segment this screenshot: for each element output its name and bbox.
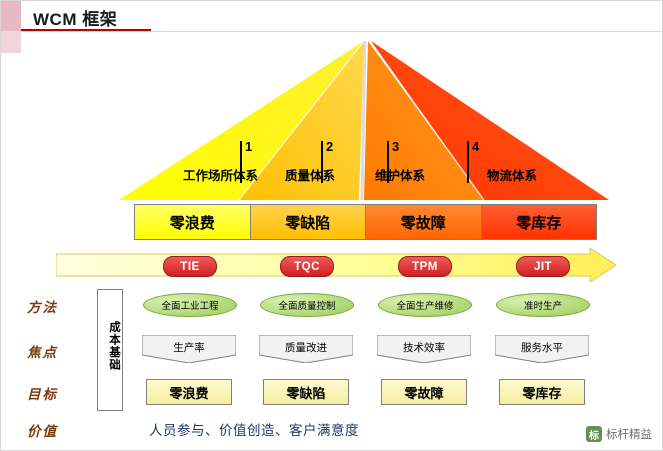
method-ellipse-tie: 全面工业工程 [143,293,237,317]
pill-tpm: TPM [398,256,452,277]
watermark: 标 标杆精益 [586,426,652,442]
page-title: WCM 框架 [33,10,118,29]
method-ellipse-jit: 准时生产 [496,293,590,317]
title-underline [21,29,151,32]
pillar-number-3: 3 [392,139,400,154]
title-rule [21,31,662,32]
focus-label-quality: 质量改进 [285,342,327,354]
pillar-label-2: 质量体系 [285,169,336,183]
goal-box-inventory: 零库存 [499,379,585,405]
title-bar: WCM 框架 [1,1,662,53]
watermark-logo-icon: 标 [586,426,602,442]
focus-label-efficiency: 技术效率 [403,342,445,354]
method-ellipse-tpm: 全面生产维修 [378,293,472,317]
row-label-goal: 目标 [27,387,58,402]
zero-box-defect: 零缺陷 [249,204,366,240]
pillar-number-2: 2 [326,139,334,154]
focus-shape-efficiency [377,335,471,363]
title-accent-block [1,1,21,31]
zero-targets-row: 零浪费 零缺陷 零故障 零库存 [134,204,597,240]
pillar-number-1: 1 [245,139,253,154]
pillar-number-4: 4 [472,139,480,154]
pill-jit: JIT [516,256,570,277]
zero-box-failure: 零故障 [365,204,482,240]
value-statement: 人员参与、价值创造、客户满意度 [149,423,359,438]
pill-tie: TIE [163,256,217,277]
method-ellipse-tqc: 全面质量控制 [260,293,354,317]
focus-label-productivity: 生产率 [173,342,205,354]
cost-base-label: 成本基础 [108,321,120,371]
focus-shape-quality [259,335,353,363]
watermark-text: 标杆精益 [606,429,652,441]
goal-box-failure: 零故障 [381,379,467,405]
pillar-label-4: 物流体系 [487,169,538,183]
focus-label-service: 服务水平 [521,342,563,354]
pillar-tick-3 [387,141,389,183]
focus-shape-productivity [142,335,236,363]
title-accent-block-secondary [1,31,21,53]
pill-tqc: TQC [280,256,334,277]
pillar-tick-4 [467,141,469,183]
row-label-value: 价值 [27,424,58,439]
row-label-method: 方法 [27,300,58,315]
cost-base-box [97,289,123,411]
pillar-tick-1 [240,141,242,183]
pillar-label-1: 工作场所体系 [183,169,259,183]
zero-box-inventory: 零库存 [480,204,597,240]
pillar-label-3: 维护体系 [375,169,426,183]
goal-box-waste: 零浪费 [146,379,232,405]
pillar-tick-2 [321,141,323,183]
row-label-focus: 焦点 [27,345,58,360]
goal-box-defect: 零缺陷 [263,379,349,405]
zero-box-waste: 零浪费 [134,204,251,240]
focus-shape-service [495,335,589,363]
pyramid-graphic: 1 2 3 4 工作场所体系 质量体系 维护体系 物流体系 [119,37,609,202]
